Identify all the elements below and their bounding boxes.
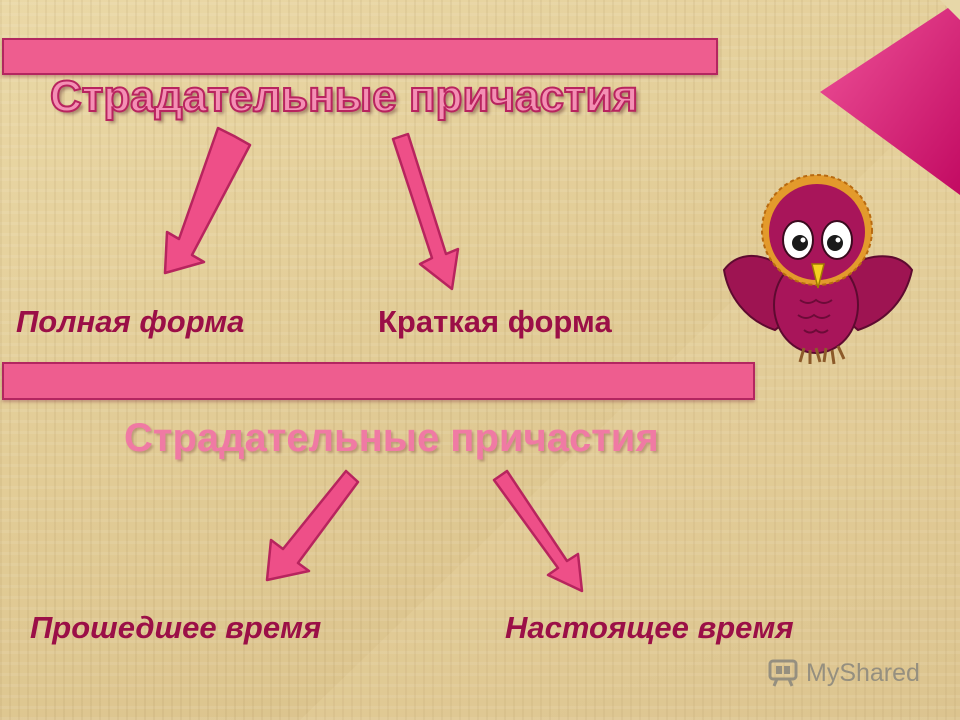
owl-icon <box>722 174 914 365</box>
presentation-board-icon <box>768 659 798 687</box>
full-form-label: Полная форма <box>16 304 245 339</box>
arrow-to-full-form <box>163 126 252 275</box>
arrow-to-past-tense <box>265 469 360 582</box>
short-form-label: Краткая форма <box>378 304 612 339</box>
top-divider-bar <box>2 38 718 75</box>
middle-divider-bar <box>2 362 755 400</box>
top-heading: Страдательные причастия <box>49 71 639 122</box>
past-tense-label: Прошедшее время <box>30 610 322 645</box>
arrow-to-present-tense <box>492 469 584 593</box>
watermark: MyShared <box>768 658 920 688</box>
arrow-to-short-form <box>391 132 460 291</box>
bottom-heading: Страдательные причастия <box>124 416 659 460</box>
watermark-text: MyShared <box>806 658 920 687</box>
corner-triangle-decoration <box>820 0 960 195</box>
present-tense-label: Настоящее время <box>505 610 794 645</box>
